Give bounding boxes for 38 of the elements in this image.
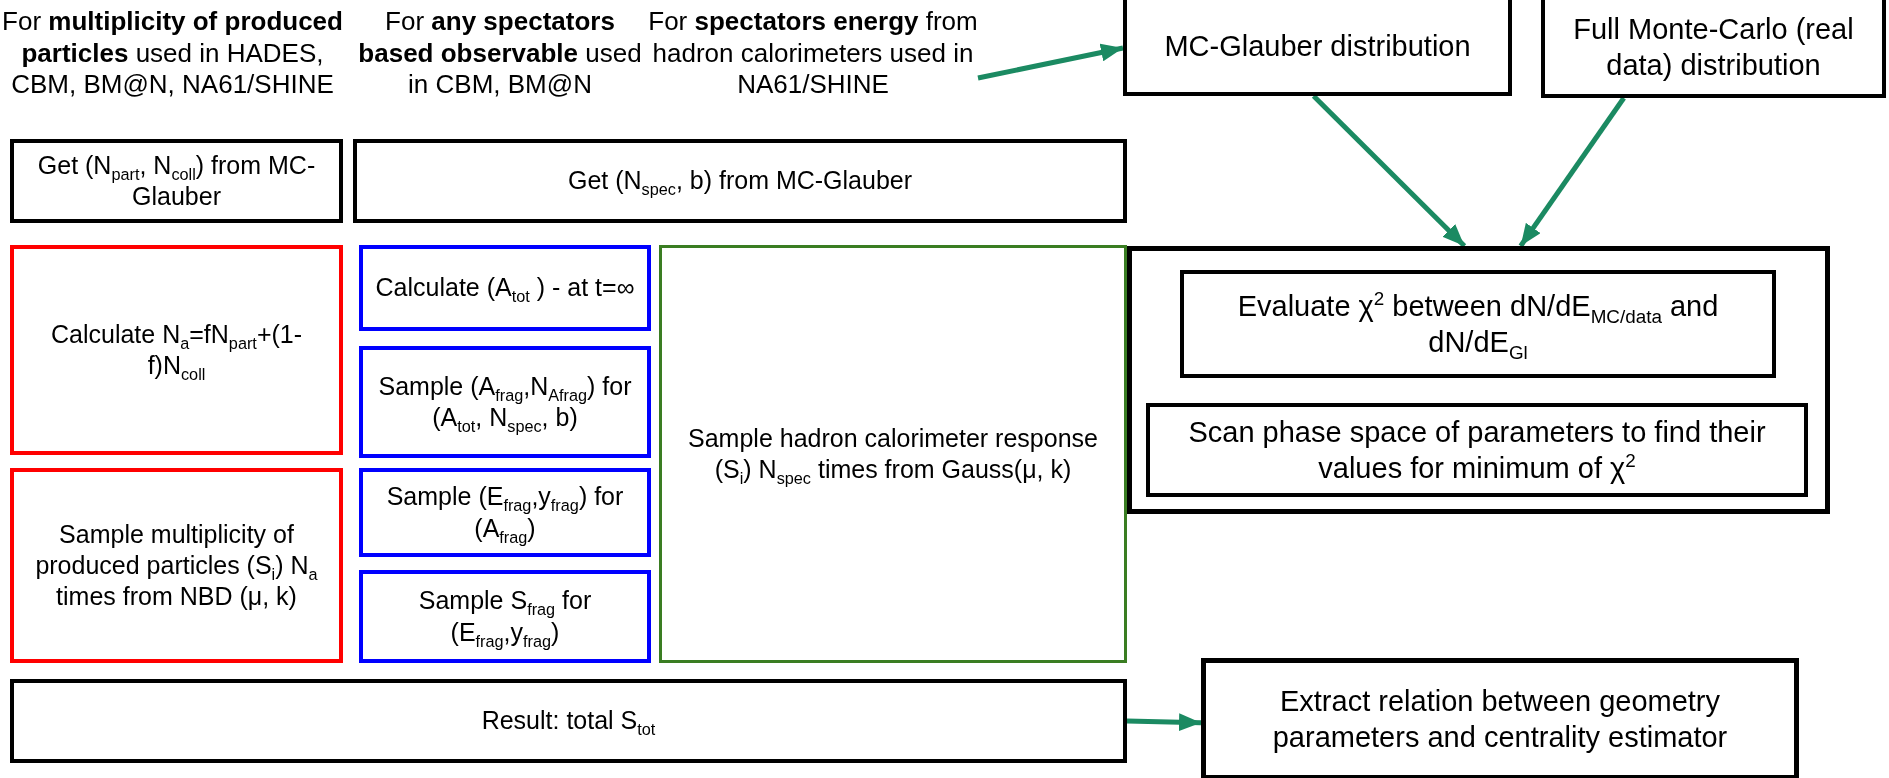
group-box (1127, 246, 1830, 514)
box-text: Sample multiplicity of produced particles (S$_{i}$) N$_{a}$ times from NBD (μ, k) (34, 518, 319, 613)
arrow (1518, 96, 1626, 248)
heading-text: For multiplicity of produced particles used in HADES, CBM, BM@N, NA61/SHINE (1, 6, 344, 102)
process-box (359, 570, 651, 663)
process-box (359, 468, 651, 557)
box-text: Calculate (A$_{tot}$ ) - at t=∞ (374, 272, 636, 304)
box-text: Full Monte-Carlo (real data) distribution (1572, 11, 1855, 83)
process-box (10, 245, 343, 455)
box-text: Sample (A$_{frag}$,N$_{Afrag}$) for (A$_{tot}$, N$_{spec}$, b) (377, 370, 633, 434)
process-box (10, 468, 343, 663)
process-box (359, 346, 651, 458)
box-text: Sample hadron calorimeter response (S$_{i}$) N$_{spec}$ times from Gauss(μ, k) (687, 422, 1099, 486)
process-box (10, 679, 1127, 763)
process-box (359, 245, 651, 331)
arrow (1126, 713, 1202, 732)
heading-text: For spectators energy from hadron calorimeters used in NA61/SHINE (648, 6, 978, 96)
arrow (977, 43, 1124, 81)
box-text: Calculate N$_{a}$=fN$_{part}$+(1-f)N$_{coll}$ (49, 318, 304, 382)
process-box (1541, 0, 1886, 98)
box-text: Evaluate χ$^{2}$ between dN/dE$_{MC/data}$ and dN/dE$_{Gl}$ (1236, 287, 1720, 361)
arrow (1311, 94, 1467, 248)
heading-text: For any spectators based observable used in CBM, BM@N (357, 6, 643, 102)
box-text: Scan phase space of parameters to find their values for minimum of χ$^{2}$ (1187, 414, 1767, 486)
box-text: Sample S$_{frag}$ for (E$_{frag}$,y$_{frag}$) (417, 585, 593, 648)
process-box (10, 139, 343, 223)
process-box (1201, 658, 1799, 778)
process-box (659, 245, 1127, 663)
process-box (1180, 270, 1776, 378)
box-text: Sample (E$_{frag}$,y$_{frag}$) for (A$_{frag}$) (385, 481, 625, 544)
box-text: Get (N$_{spec}$, b) from MC-Glauber (566, 165, 914, 197)
box-text: Get (N$_{part}$, N$_{coll}$) from MC-Glauber (36, 149, 317, 212)
process-box (1123, 0, 1512, 96)
process-box (353, 139, 1127, 223)
box-text: Extract relation between geometry parameters and centrality estimator (1271, 683, 1729, 755)
box-text: Result: total S$_{tot}$ (480, 705, 657, 737)
box-text: MC-Glauber distribution (1163, 28, 1472, 64)
process-box (1146, 403, 1808, 497)
